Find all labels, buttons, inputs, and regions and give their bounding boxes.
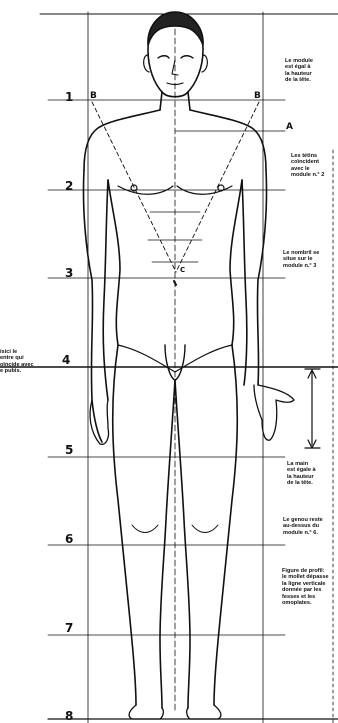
note-knee: Le genou reste au-dessus du module n.° 6… [283, 517, 323, 536]
arm-right [257, 170, 266, 385]
triangle-left [92, 102, 176, 272]
note-pubis: isici le entre qui oïncide avec e pubis. [0, 349, 34, 375]
note-nipples: Les tétins coïncident avec le module n.°… [291, 153, 324, 179]
leg-right-inner [175, 380, 190, 708]
male-figure [83, 12, 294, 719]
arm-right-inner [242, 180, 247, 385]
foot-left [129, 705, 163, 719]
knee-left [132, 525, 158, 533]
arm-left [83, 170, 102, 442]
note-module-head: Le module est égal à la hauteur de la tê… [285, 58, 313, 84]
module-number-5: 5 [65, 444, 73, 456]
hand-right [254, 385, 294, 440]
note-calf: Figure de profil: le mollet dépasse la l… [282, 568, 329, 606]
ears [144, 55, 208, 72]
point-a: A [286, 123, 293, 132]
module-number-1: 1 [65, 91, 73, 103]
module-number-8: 8 [65, 710, 73, 722]
module-number-3: 3 [65, 267, 73, 279]
module-number-4: 4 [62, 354, 70, 366]
foot-right [187, 705, 221, 719]
navel [174, 281, 176, 285]
torso-left [108, 180, 120, 345]
point-b-right: B [254, 92, 261, 101]
knee-right [192, 525, 218, 533]
point-b-left: B [90, 92, 97, 101]
hair [148, 12, 203, 45]
module-number-7: 7 [65, 622, 73, 634]
module-number-6: 6 [65, 533, 73, 545]
leg-left-inner [160, 380, 175, 708]
note-navel: Le nombril se situe sur le module n.° 3 [283, 250, 319, 269]
note-hand: La main est égale à la hauteur de la têt… [287, 461, 316, 487]
triangle-right [176, 102, 259, 272]
point-c: C [180, 266, 185, 275]
eyes [158, 56, 193, 58]
module-number-2: 2 [65, 180, 73, 192]
torso-right [230, 180, 242, 345]
